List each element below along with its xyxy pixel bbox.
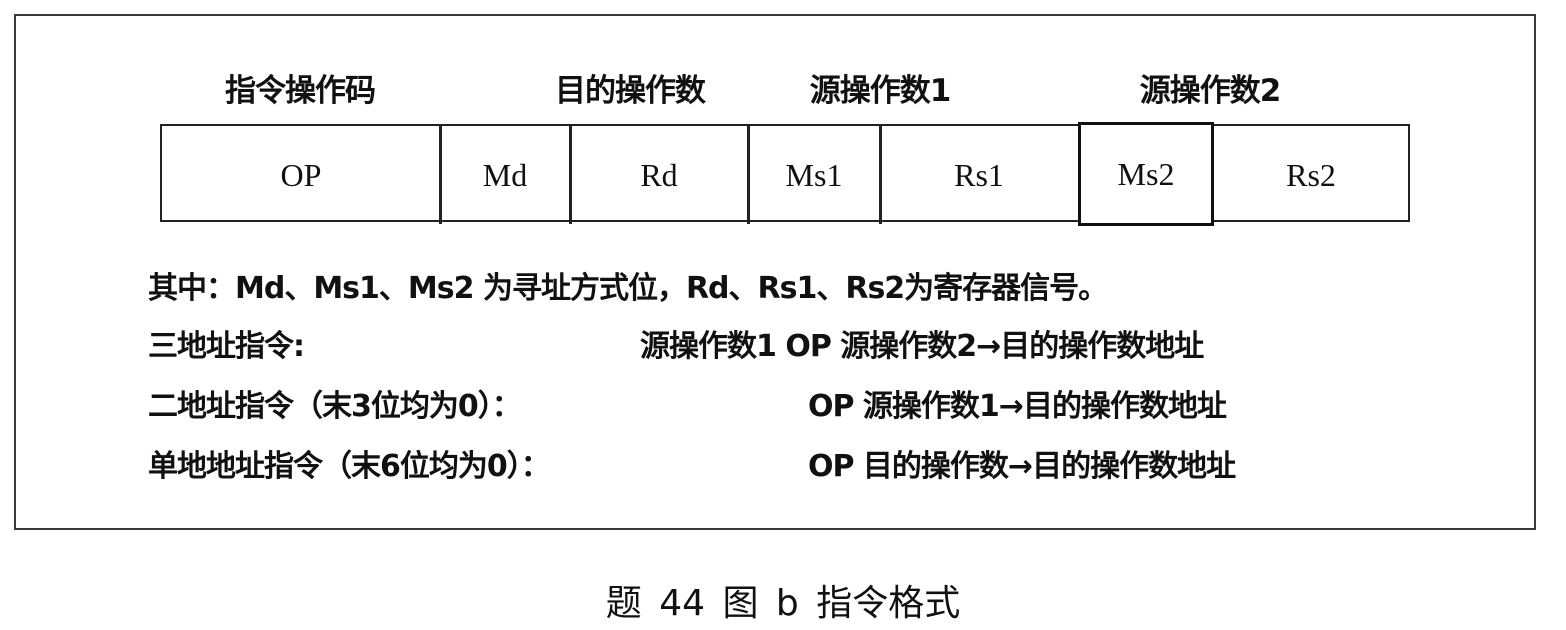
field-md-label: Md	[482, 157, 528, 193]
field-ms2-label: Ms2	[1117, 156, 1175, 192]
field-op-label: OP	[280, 157, 322, 193]
field-rs2-label: Rs2	[1286, 157, 1336, 193]
label-opcode: 指令操作码	[225, 73, 376, 109]
field-ms1-label: Ms1	[785, 157, 843, 193]
addressing-note: 其中：Md、Ms1、Ms2 为寻址方式位，Rd、Rs1、Rs2为寄存器信号。	[148, 271, 1108, 306]
instruction-single-address-expr: OP 目的操作数→目的操作数地址	[808, 449, 1236, 484]
field-rs1-label: Rs1	[954, 157, 1004, 193]
label-dest-operand: 目的操作数	[555, 73, 706, 109]
instruction-two-address-expr: OP 源操作数1→目的操作数地址	[808, 389, 1227, 424]
label-src-operand-2: 源操作数2	[1139, 73, 1282, 109]
instruction-two-address-name: 二地址指令（末3位均为0）：	[148, 389, 522, 424]
field-ms2: Ms2	[1078, 122, 1214, 226]
instruction-format-fields: OP Md Rd Ms1 Rs1 Ms2 Rs2	[160, 122, 1410, 226]
field-ms1: Ms1	[748, 124, 882, 224]
label-src-operand-1: 源操作数1	[809, 73, 952, 109]
figure-caption: 题 44 图 b 指令格式	[605, 583, 961, 624]
field-rd-label: Rd	[640, 157, 678, 193]
field-rs1: Rs1	[880, 124, 1078, 222]
diagram-frame	[14, 14, 1536, 530]
field-rs2: Rs2	[1214, 124, 1410, 222]
instruction-single-address-name: 单地地址指令（末6位均为0）：	[148, 449, 551, 484]
field-rd: Rd	[570, 124, 750, 224]
instruction-three-address-expr: 源操作数1 OP 源操作数2→目的操作数地址	[640, 329, 1204, 364]
instruction-three-address-name: 三地址指令:	[148, 329, 305, 364]
field-md: Md	[440, 124, 572, 224]
field-op: OP	[160, 124, 442, 224]
